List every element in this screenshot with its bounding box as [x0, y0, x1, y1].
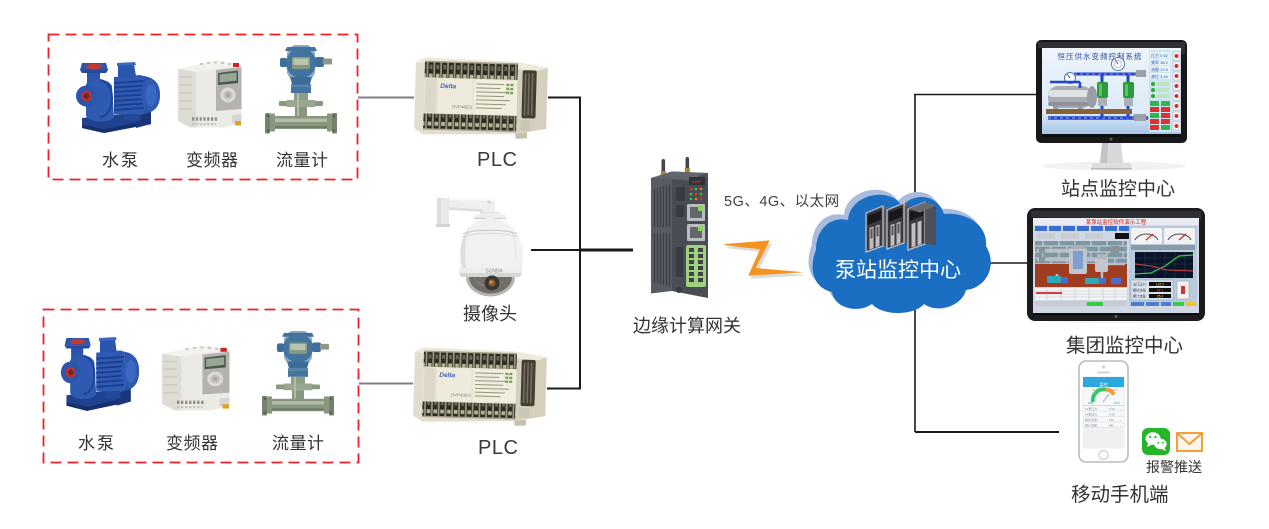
svg-text:某泵站监控软件演示工程: 某泵站监控软件演示工程	[1086, 218, 1147, 226]
svg-text:DVP40ES: DVP40ES	[452, 104, 472, 110]
svg-text:35.0: 35.0	[1157, 295, 1164, 299]
svg-text:›: ›	[1120, 424, 1121, 428]
svg-text:1#泵压力: 1#泵压力	[1085, 406, 1097, 411]
svg-text:126.3: 126.3	[1110, 388, 1117, 392]
svg-text:出口压力: 出口压力	[1133, 282, 1146, 287]
svg-text:126.5: 126.5	[1156, 283, 1165, 287]
svg-text:SUNBA: SUNBA	[485, 269, 503, 275]
svg-text:累计流量: 累计流量	[1085, 423, 1097, 428]
svg-text:Delta: Delta	[440, 83, 456, 90]
svg-text:MAX: MAX	[1114, 401, 1120, 405]
svg-text:78.5: 78.5	[1092, 388, 1098, 392]
svg-text:›: ›	[1120, 407, 1121, 411]
svg-text:累计流量: 累计流量	[1133, 294, 1147, 299]
svg-text:›: ›	[1120, 413, 1121, 417]
svg-text:MIN: MIN	[1088, 401, 1093, 405]
svg-text:恒压供水变频控制系统: 恒压供水变频控制系统	[1058, 51, 1143, 61]
svg-text:2#泵压力: 2#泵压力	[1085, 412, 1097, 417]
svg-text:882: 882	[1109, 424, 1114, 428]
svg-text:88.2: 88.2	[1157, 289, 1164, 293]
svg-text:压力 0.52: 压力 0.52	[1151, 52, 1169, 58]
svg-text:频率 38.2: 频率 38.2	[1151, 59, 1169, 65]
svg-text:瞬时流量: 瞬时流量	[1133, 288, 1147, 293]
svg-text:流量 12.6: 流量 12.6	[1151, 66, 1169, 72]
svg-text:监控: 监控	[1100, 381, 1108, 387]
svg-text:泵站监控中心: 泵站监控中心	[835, 259, 961, 282]
svg-text:0.52: 0.52	[1109, 407, 1115, 411]
svg-text:›: ›	[1120, 418, 1121, 422]
svg-text:瞬时流量: 瞬时流量	[1085, 417, 1097, 422]
svg-text:液位 3.40: 液位 3.40	[1151, 73, 1169, 79]
svg-text:NAVI: NAVI	[691, 179, 700, 184]
svg-text:0.48: 0.48	[1109, 413, 1115, 417]
svg-text:126: 126	[1109, 418, 1114, 422]
